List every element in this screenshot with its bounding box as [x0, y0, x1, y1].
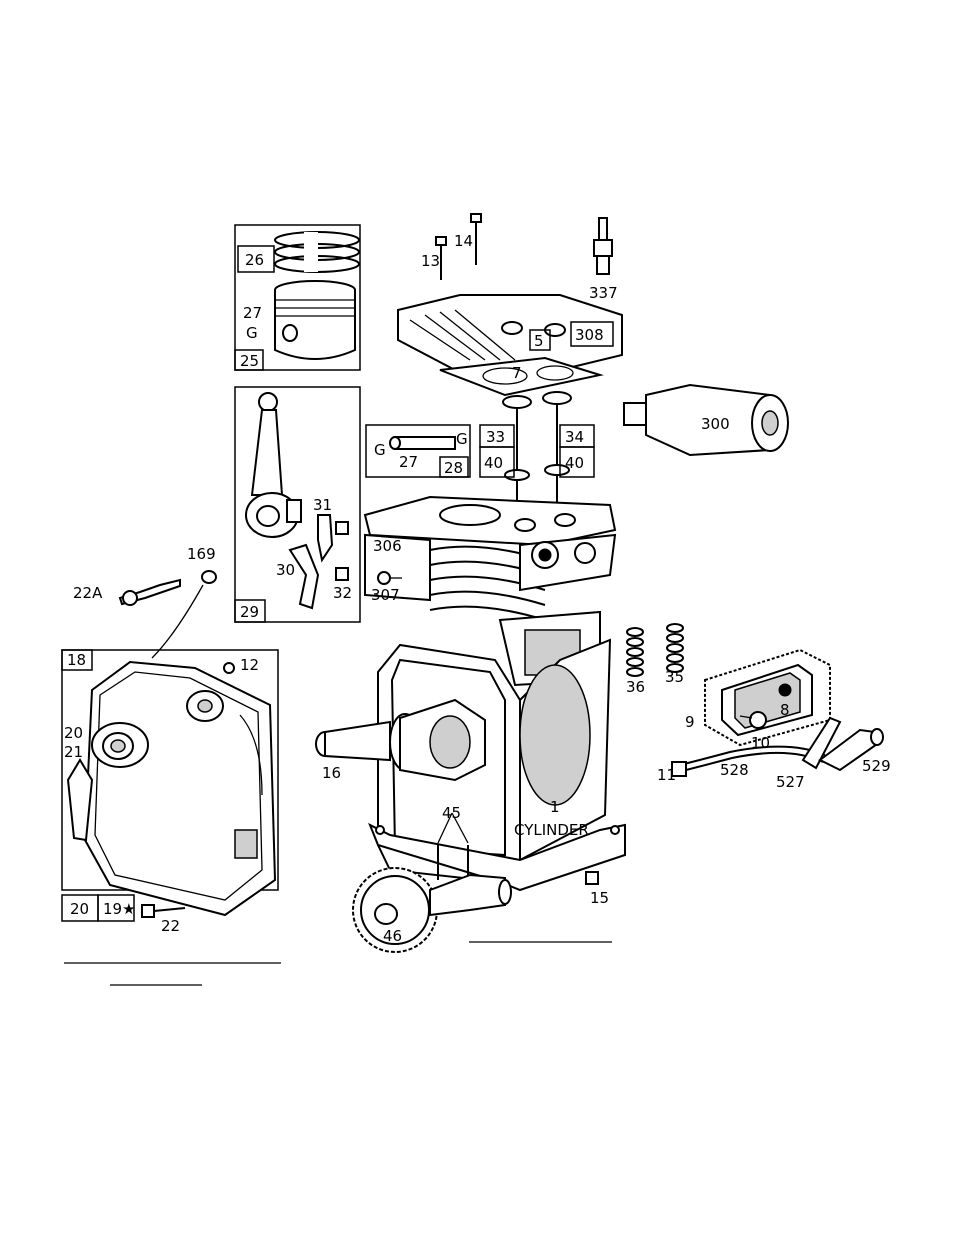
label-11: 11: [657, 766, 676, 784]
label-527: 527: [776, 773, 805, 791]
label-21: 21: [64, 743, 83, 761]
label-20-box: 20: [70, 900, 89, 918]
label-7: 7: [512, 364, 522, 382]
label-528: 528: [720, 761, 749, 779]
cam-gear: [353, 868, 511, 952]
label-piston-g: G: [246, 324, 258, 342]
label-529: 529: [862, 757, 891, 775]
label-22a: 22A: [73, 584, 103, 602]
label-307: 307: [371, 586, 400, 604]
label-5: 5: [534, 332, 544, 350]
label-31: 31: [313, 496, 332, 514]
label-308: 308: [575, 326, 604, 344]
label-300: 300: [701, 415, 730, 433]
sump-screw-12: [224, 663, 234, 673]
connecting-rod: [246, 393, 301, 537]
sump-bolt: [142, 905, 185, 917]
label-34: 34: [565, 428, 584, 446]
governor-shaft: [120, 580, 180, 605]
sump-cover: [68, 662, 275, 915]
label-27: 27: [243, 304, 262, 322]
piston-pin: [390, 437, 455, 449]
piston-rings: [275, 232, 359, 272]
label-15: 15: [590, 889, 609, 907]
label-1: 1: [550, 798, 560, 816]
label-35: 35: [665, 668, 684, 686]
label-13: 13: [421, 252, 440, 270]
label-29: 29: [240, 603, 259, 621]
label-8: 8: [780, 701, 790, 719]
label-pin-g-left: G: [374, 441, 386, 459]
label-22: 22: [161, 917, 180, 935]
label-46: 46: [383, 927, 402, 945]
label-16: 16: [322, 764, 341, 782]
valve-intake: [543, 392, 571, 505]
label-40-right: 40: [565, 454, 584, 472]
label-40-left: 40: [484, 454, 503, 472]
label-14: 14: [454, 232, 473, 250]
label-9: 9: [685, 713, 695, 731]
label-19: 19★: [103, 900, 136, 918]
drain-plug: [586, 872, 598, 884]
label-20: 20: [64, 724, 83, 742]
label-36: 36: [626, 678, 645, 696]
label-27-pin: 27: [399, 453, 418, 471]
label-12: 12: [240, 656, 259, 674]
spark-plug: [594, 218, 612, 274]
valve-spring-35: [667, 624, 683, 672]
label-18: 18: [67, 651, 86, 669]
label-26: 26: [245, 251, 264, 269]
label-cylinder: CYLINDER: [514, 821, 589, 839]
label-25: 25: [240, 352, 259, 370]
label-169: 169: [187, 545, 216, 563]
piston: [275, 281, 355, 359]
label-pin-g-right: G: [456, 430, 468, 448]
label-33: 33: [486, 428, 505, 446]
valve-spring-36: [627, 628, 643, 676]
valve-exhaust: [503, 396, 531, 505]
label-337: 337: [589, 284, 618, 302]
label-45: 45: [442, 804, 461, 822]
label-306: 306: [373, 537, 402, 555]
label-30: 30: [276, 561, 295, 579]
tappet-cover-group: [705, 650, 830, 745]
label-32: 32: [333, 584, 352, 602]
label-28: 28: [444, 459, 463, 477]
